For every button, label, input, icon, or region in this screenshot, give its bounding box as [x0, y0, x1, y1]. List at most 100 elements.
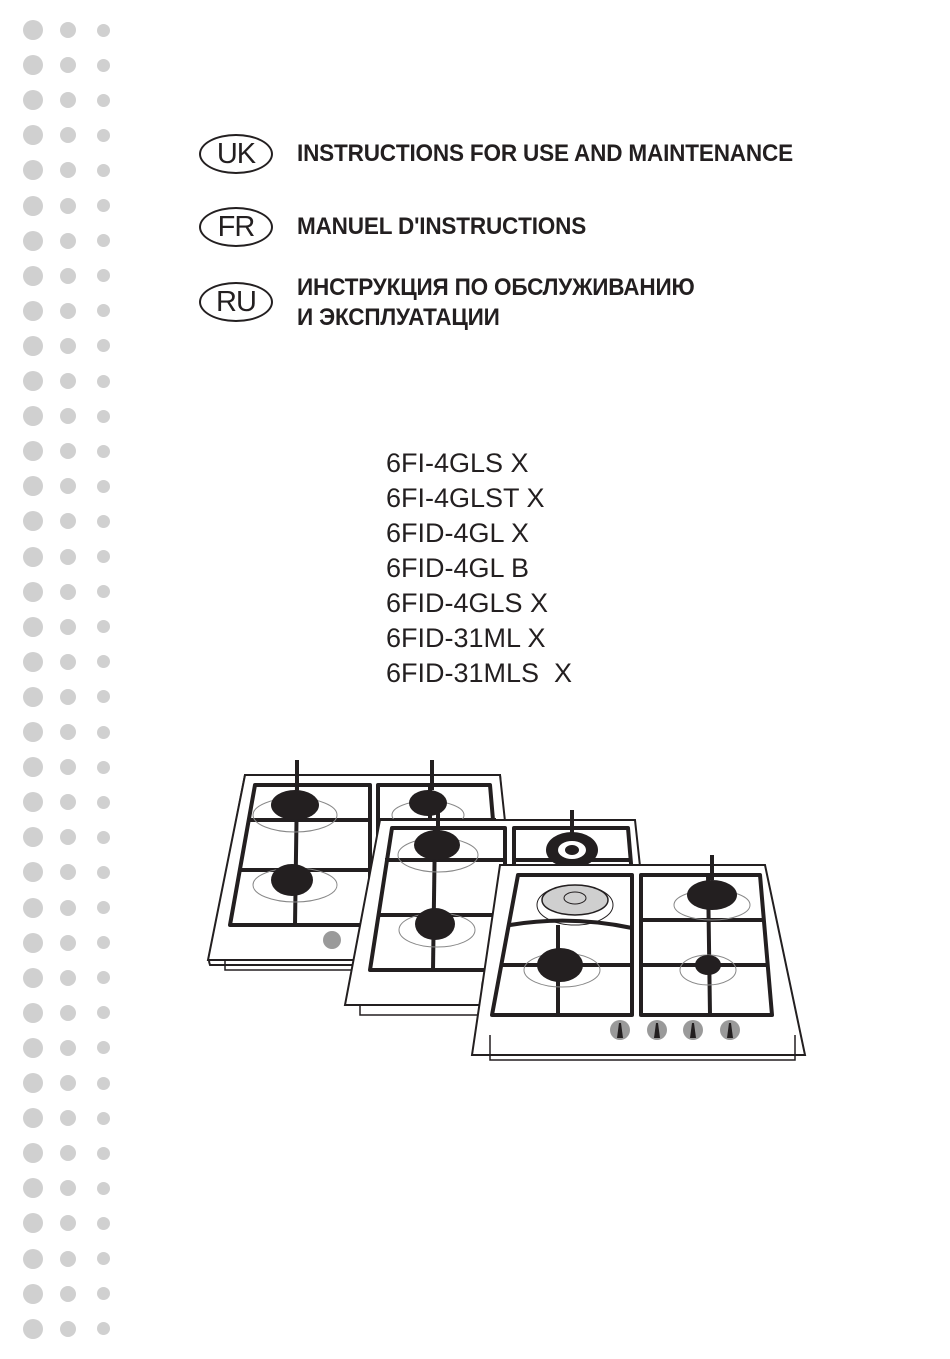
decorative-dot-pattern: [0, 0, 130, 1359]
decorative-dot: [60, 1004, 76, 1021]
decorative-dot: [60, 934, 76, 951]
decorative-dot: [60, 548, 76, 565]
decorative-dot: [23, 55, 43, 76]
decorative-dot: [96, 830, 110, 844]
decorative-dot: [23, 581, 43, 602]
decorative-dot: [23, 1143, 43, 1164]
decorative-dot: [96, 1322, 110, 1336]
decorative-dot: [96, 374, 110, 388]
decorative-dot: [96, 234, 110, 248]
decorative-dot: [23, 230, 43, 251]
decorative-dot: [96, 23, 110, 37]
decorative-dot: [96, 901, 110, 914]
decorative-dot: [23, 265, 43, 286]
decorative-dot: [96, 865, 110, 879]
decorative-dot: [60, 899, 76, 916]
decorative-dot: [23, 1002, 43, 1023]
decorative-dot: [96, 1216, 110, 1230]
model-item: 6FID-4GLS X: [386, 588, 549, 618]
decorative-dot: [96, 1181, 110, 1195]
decorative-dot: [60, 653, 76, 670]
decorative-dot: [23, 476, 43, 497]
title-ru: ИНСТРУКЦИЯ ПО ОБСЛУЖИВАНИЮ И ЭКСПЛУАТАЦИ…: [297, 274, 695, 331]
language-row-uk: UK INSTRUCTIONS FOR USE AND MAINTENANCE: [199, 134, 836, 174]
decorative-dot: [60, 22, 76, 38]
decorative-dot: [60, 1250, 76, 1267]
decorative-dot: [96, 550, 110, 563]
decorative-dot: [60, 478, 76, 495]
decorative-dot: [60, 618, 76, 635]
decorative-dot: [23, 1248, 43, 1269]
language-badge-uk: UK: [199, 134, 273, 174]
gas-hob-illustration: [206, 760, 807, 1061]
decorative-dot: [60, 688, 76, 705]
decorative-dot: [60, 1320, 76, 1337]
decorative-dot: [60, 1039, 76, 1056]
decorative-dot: [60, 337, 76, 354]
decorative-dot: [60, 1110, 76, 1127]
decorative-dot: [60, 1285, 76, 1302]
decorative-dot: [96, 163, 110, 177]
decorative-dot: [60, 1180, 76, 1197]
decorative-dot: [23, 300, 43, 321]
decorative-dot: [60, 794, 76, 811]
decorative-dot: [23, 90, 43, 111]
decorative-dot: [60, 864, 76, 881]
decorative-dot: [60, 267, 76, 284]
decorative-dot: [96, 620, 110, 634]
language-badge-fr: FR: [199, 207, 273, 247]
decorative-dot: [60, 232, 76, 249]
decorative-dot: [96, 585, 110, 599]
decorative-dot: [60, 969, 76, 986]
decorative-dot: [96, 1076, 110, 1090]
decorative-dot: [96, 690, 110, 704]
decorative-dot: [96, 479, 110, 493]
decorative-dot: [60, 302, 76, 319]
decorative-dot: [23, 757, 43, 778]
decorative-dot: [96, 725, 110, 739]
decorative-dot: [23, 651, 43, 672]
decorative-dot: [23, 827, 43, 848]
decorative-dot: [60, 443, 76, 460]
model-item: 6FI-4GLS X: [386, 448, 529, 478]
title-uk: INSTRUCTIONS FOR USE AND MAINTENANCE: [297, 140, 793, 167]
decorative-dot: [96, 409, 110, 423]
decorative-dot: [60, 1145, 76, 1162]
decorative-dot: [96, 1146, 110, 1160]
decorative-dot: [96, 304, 110, 318]
decorative-dot: [60, 1215, 76, 1232]
decorative-dot: [60, 162, 76, 179]
model-item: 6FID-31ML X: [386, 623, 546, 653]
decorative-dot: [96, 93, 110, 107]
decorative-dot: [23, 125, 43, 146]
decorative-dot: [96, 1006, 110, 1020]
decorative-dot: [23, 1318, 43, 1339]
decorative-dot: [96, 1287, 110, 1301]
decorative-dot: [96, 444, 110, 458]
decorative-dot: [23, 511, 43, 532]
language-badge-ru: RU: [199, 282, 273, 322]
decorative-dot: [96, 936, 110, 950]
control-knobs: [610, 1020, 740, 1040]
model-list: 6FI-4GLS X 6FI-4GLST X 6FID-4GL X 6FID-4…: [386, 446, 572, 691]
decorative-dot: [60, 197, 76, 214]
model-item: 6FID-4GL B: [386, 553, 530, 583]
decorative-dot: [23, 897, 43, 918]
decorative-dot: [60, 1075, 76, 1091]
decorative-dot: [96, 971, 110, 985]
decorative-dot: [96, 655, 110, 669]
decorative-dot: [60, 57, 76, 74]
decorative-dot: [23, 1073, 43, 1093]
decorative-dot: [96, 58, 110, 72]
decorative-dot: [23, 371, 43, 391]
decorative-dot: [60, 829, 76, 846]
decorative-dot: [23, 967, 43, 988]
decorative-dot: [23, 932, 43, 953]
decorative-dot: [60, 513, 76, 530]
decorative-dot: [60, 127, 76, 144]
decorative-dot: [60, 724, 76, 740]
model-item: 6FID-4GL X: [386, 518, 530, 548]
model-item: 6FI-4GLST X: [386, 483, 545, 513]
decorative-dot: [60, 92, 76, 109]
decorative-dot: [60, 408, 76, 425]
